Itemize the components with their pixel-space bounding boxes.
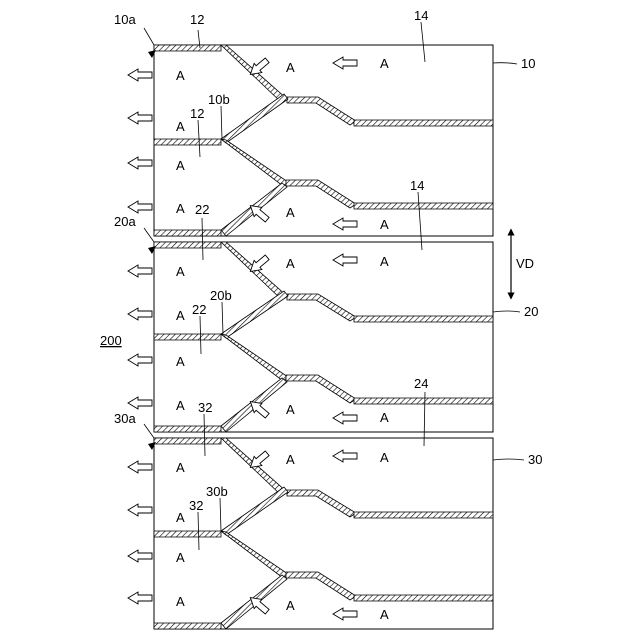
- flow-label: A: [176, 68, 185, 83]
- flow-label: A: [380, 450, 389, 465]
- assembly-label: 200: [100, 333, 122, 348]
- flow-label: A: [380, 607, 389, 622]
- flow-label: A: [176, 308, 185, 323]
- module-20: 20a 22 20 20b 22 24 A A A A A A A A: [114, 202, 538, 446]
- flow-label: A: [286, 402, 295, 417]
- outflow-arrows: [128, 69, 152, 213]
- flow-label: A: [176, 119, 185, 134]
- flow-label: A: [176, 354, 185, 369]
- module-30: 30a 32 30 30b 32 A A A A A A A A: [114, 400, 542, 629]
- outflow-arrows: [128, 461, 152, 604]
- leader-lines: [144, 414, 524, 550]
- joint-label: 20b: [210, 288, 232, 303]
- flow-label: A: [286, 60, 295, 75]
- channel-mid-label: 32: [189, 498, 203, 513]
- flow-label: A: [286, 452, 295, 467]
- flow-label: A: [176, 158, 185, 173]
- flow-label: A: [380, 410, 389, 425]
- joint-label: 10b: [208, 92, 230, 107]
- channel-label: 12: [190, 12, 204, 27]
- module-ref-label: 20: [524, 304, 538, 319]
- outflow-arrows: [128, 265, 152, 409]
- flow-label: A: [380, 56, 389, 71]
- corner-label: 30a: [114, 411, 136, 426]
- flow-label: A: [286, 598, 295, 613]
- channel-mid-label: 22: [192, 302, 206, 317]
- flow-label: A: [380, 254, 389, 269]
- joint-label: 30b: [206, 484, 228, 499]
- flow-label: A: [176, 201, 185, 216]
- channel-mid-label: 12: [190, 106, 204, 121]
- flow-label: A: [380, 217, 389, 232]
- module-ref-label: 10: [521, 56, 535, 71]
- flow-label: A: [176, 460, 185, 475]
- corner-label: 20a: [114, 214, 136, 229]
- flow-label: A: [286, 205, 295, 220]
- space-label-lower: 14: [410, 178, 424, 193]
- channel-label: 22: [195, 202, 209, 217]
- flow-label: A: [176, 594, 185, 609]
- direction-indicator: VD: [511, 232, 534, 296]
- space-label: 24: [414, 376, 428, 391]
- channel-label: 32: [198, 400, 212, 415]
- flow-label: A: [176, 510, 185, 525]
- direction-label: VD: [516, 256, 534, 271]
- space-label: 14: [414, 8, 428, 23]
- flow-label: A: [176, 550, 185, 565]
- flow-label: A: [286, 256, 295, 271]
- flow-label: A: [176, 398, 185, 413]
- corner-label: 10a: [114, 12, 136, 27]
- module-ref-label: 30: [528, 452, 542, 467]
- flow-label: A: [176, 264, 185, 279]
- corner-markers: [148, 50, 156, 450]
- module-10: 10a 12 14 10 10b 12 14 A A A A A A A A: [114, 8, 535, 250]
- channel-strips: [154, 438, 493, 629]
